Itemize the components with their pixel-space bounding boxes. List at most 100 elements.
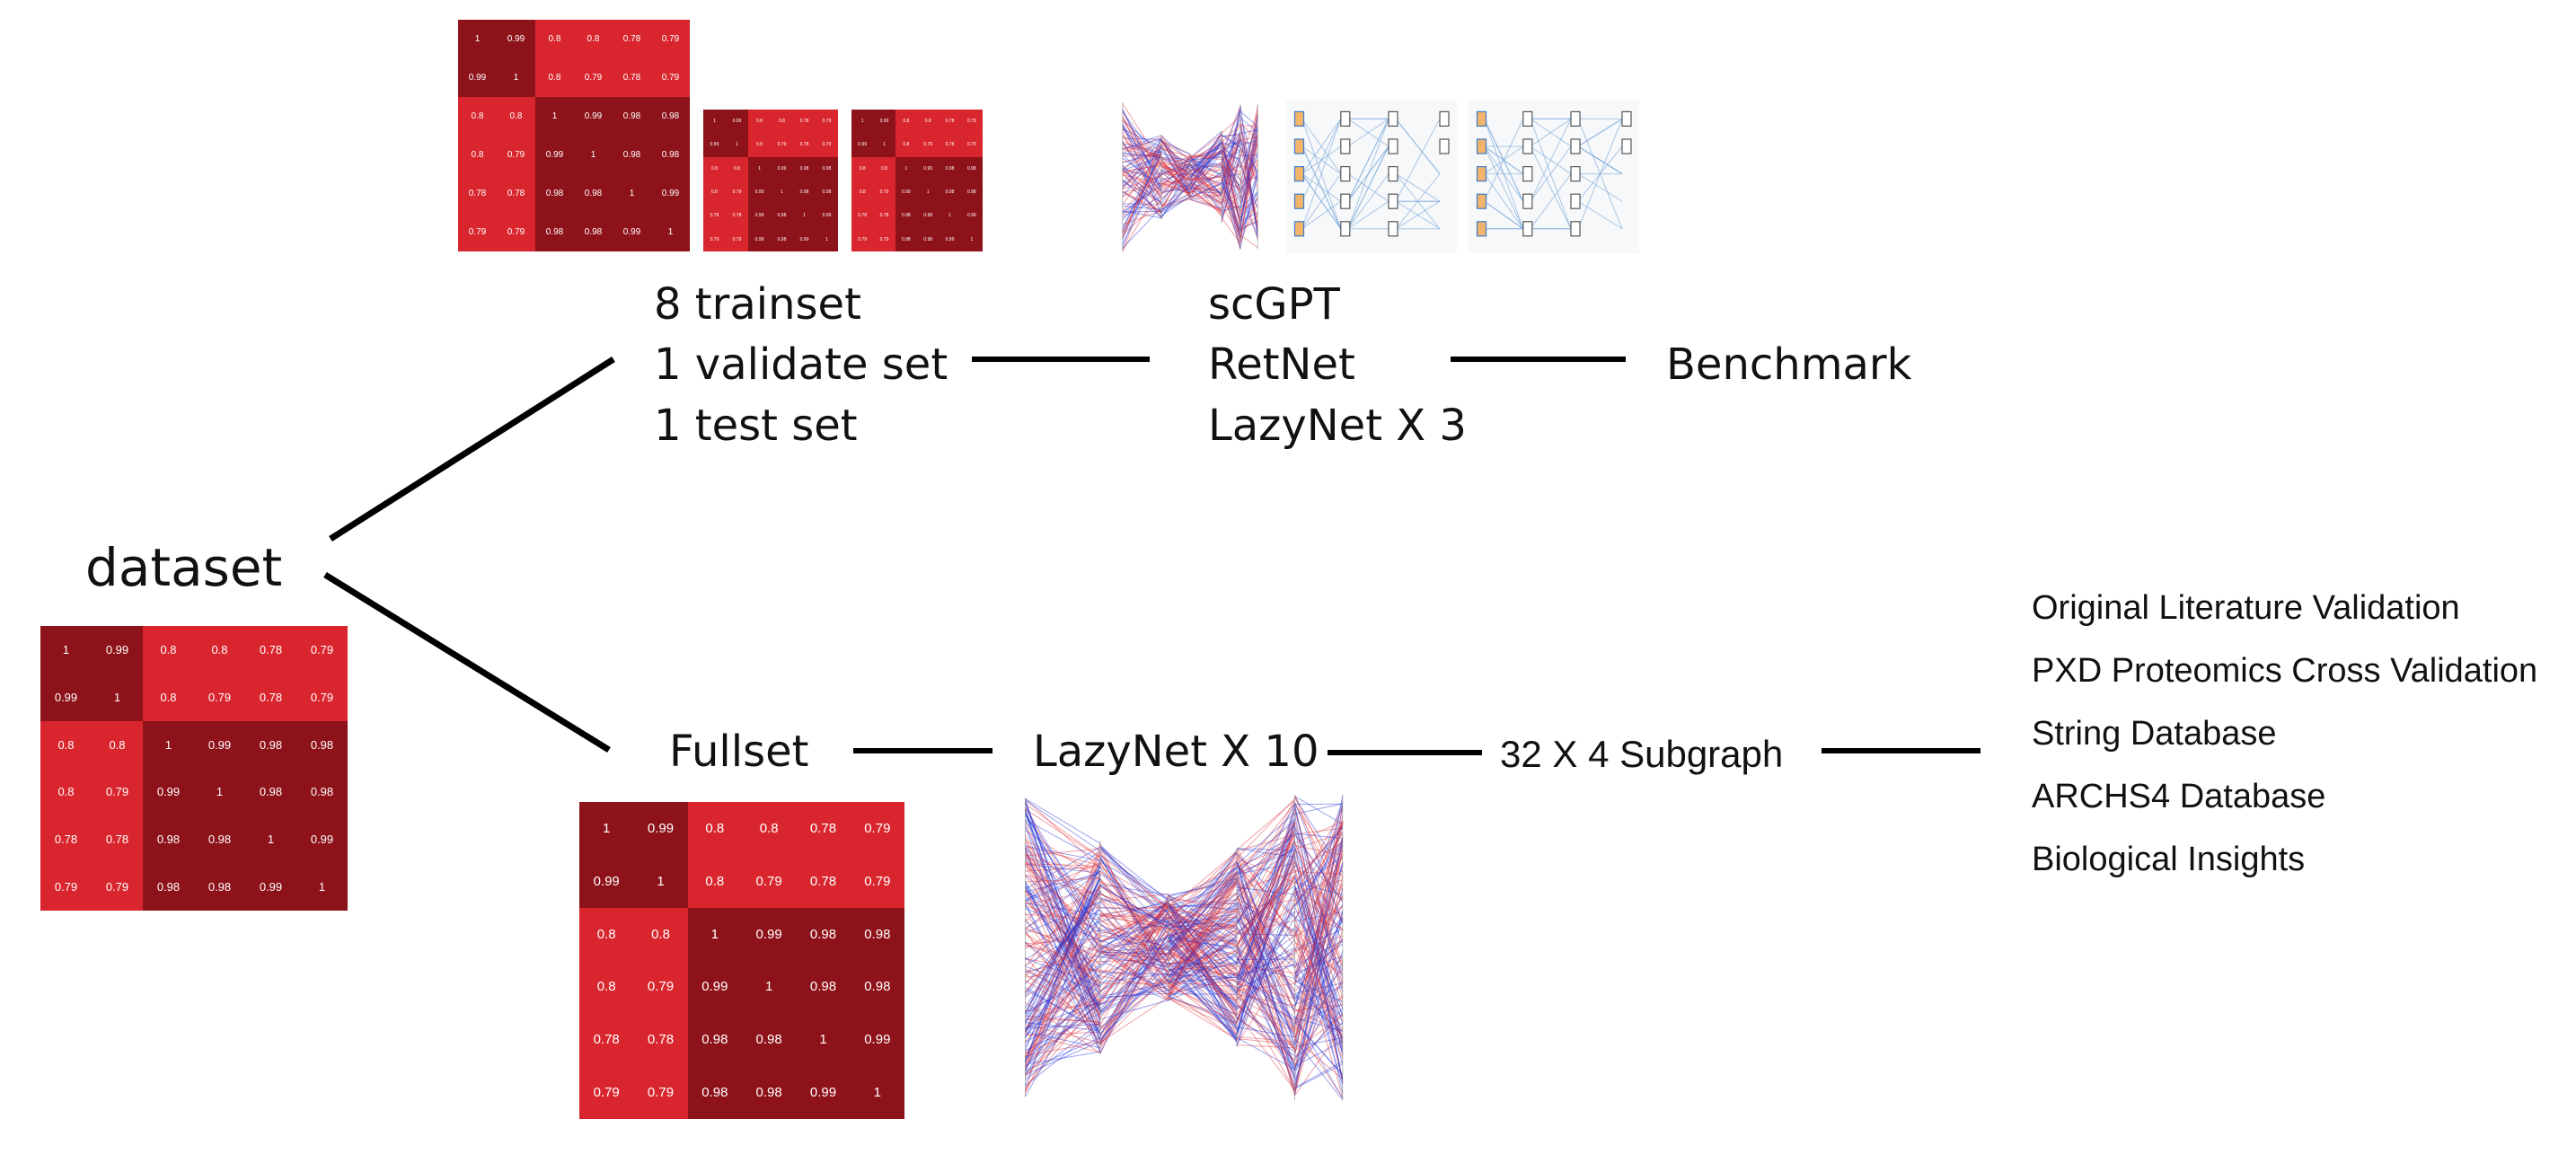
network-edge: [1168, 968, 1238, 1001]
network-edge: [1239, 135, 1258, 199]
network-edge: [1122, 137, 1162, 232]
network-edge: [1025, 860, 1101, 946]
network-node: [1388, 193, 1398, 209]
network-edge: [1160, 137, 1191, 192]
network-edge: [1294, 868, 1344, 1083]
network-edge: [1160, 181, 1191, 184]
network-edge: [1294, 834, 1344, 1053]
matrix-cell: 0.98: [850, 907, 904, 961]
network-edge: [1294, 929, 1344, 1032]
network-edge: [1221, 164, 1241, 187]
network-edge: [1099, 958, 1169, 963]
network-edge: [1239, 116, 1258, 242]
network-edge: [1239, 110, 1258, 127]
network-edge: [1168, 903, 1238, 938]
network-edge: [1236, 853, 1296, 979]
network-edge: [1025, 864, 1101, 938]
network-edge: [1221, 154, 1241, 221]
network-edge: [1099, 844, 1169, 922]
matrix-cell: 0.78: [458, 174, 497, 213]
network-edge: [1122, 145, 1162, 248]
network-edge: [1168, 950, 1238, 965]
network-edge: [1099, 979, 1169, 1031]
network-edge: [1099, 907, 1169, 942]
network-edge: [1168, 866, 1238, 995]
network-edge: [1294, 827, 1344, 883]
network-edge: [1099, 908, 1169, 969]
network-edge: [1221, 134, 1241, 147]
network-edge: [1236, 928, 1296, 1027]
matrix-cell: 0.78: [703, 204, 726, 228]
network-edge: [1221, 189, 1241, 233]
network-edge: [1122, 119, 1162, 172]
network-edge: [1025, 1037, 1101, 1072]
network-edge: [1168, 982, 1238, 1017]
network-edge: [1122, 147, 1162, 198]
network-edge: [1294, 856, 1344, 891]
network-edge: [1160, 147, 1191, 164]
network-edge: [1099, 857, 1169, 962]
matrix-cell: 0.98: [613, 97, 651, 136]
network-edge: [1221, 138, 1241, 225]
network-edge: [1236, 869, 1296, 1032]
network-edge: [1099, 927, 1169, 1018]
network-edge: [1221, 182, 1241, 250]
network-edge: [1099, 885, 1169, 926]
network-edge: [1168, 976, 1238, 983]
network-edge: [1024, 964, 1101, 1097]
matrix-cell: 0.8: [873, 156, 895, 181]
network-edge: [1099, 947, 1169, 996]
matrix-cell: 0.78: [796, 802, 851, 855]
network-edge: [1236, 1035, 1295, 1043]
matrix-cell: 0.99: [613, 213, 651, 251]
matrix-cell: 0.98: [245, 720, 296, 769]
network-edge: [1294, 1040, 1344, 1067]
network-edge: [1294, 887, 1344, 1023]
matrix-cell: 0.78: [497, 174, 535, 213]
network-edge: [1294, 869, 1344, 901]
network-edge: [1294, 919, 1344, 1006]
network-edge: [1221, 138, 1241, 194]
network-edge: [1294, 1003, 1343, 1024]
network-edge: [1294, 918, 1344, 1047]
network-edge: [1168, 865, 1238, 942]
network-edge: [1099, 973, 1169, 1038]
network-edge: [1122, 183, 1162, 216]
network-edge: [1099, 901, 1169, 960]
network-edge: [1236, 907, 1295, 978]
network-edge: [1025, 921, 1101, 987]
network-edge: [1160, 163, 1191, 173]
network-edge: [1168, 968, 1238, 1005]
network-node: [1476, 110, 1487, 127]
network-edge: [1160, 175, 1191, 213]
network-node: [1476, 138, 1487, 154]
network-edge: [1168, 928, 1238, 984]
network-edge: [1168, 902, 1238, 1042]
network-edge: [1168, 903, 1238, 1002]
network-edge: [1189, 175, 1222, 181]
network-edge: [1189, 166, 1222, 187]
network-edge: [1236, 874, 1295, 936]
network-edge: [1122, 154, 1162, 157]
network-edge: [1294, 918, 1344, 1087]
network-edge: [1347, 200, 1389, 230]
network-edge: [1099, 940, 1169, 1046]
network-edge: [1025, 948, 1101, 1033]
network-edge: [1122, 209, 1162, 225]
network-edge: [1025, 848, 1101, 857]
network-edge: [1294, 881, 1343, 895]
network-edge: [1294, 968, 1344, 1025]
network-edge: [1577, 145, 1623, 175]
network-edge: [1168, 872, 1238, 956]
network-edge: [1099, 950, 1169, 972]
network-edge: [1025, 799, 1101, 851]
network-edge: [1189, 150, 1222, 163]
network-edge: [1294, 938, 1344, 1021]
matrix-cell: 0.8: [703, 181, 726, 205]
network-edge: [1239, 110, 1258, 229]
network-edge: [1025, 990, 1101, 1054]
network-edge: [1221, 105, 1241, 154]
network-thumbnail-lazynet: [1469, 101, 1639, 253]
network-edge: [1160, 170, 1191, 180]
